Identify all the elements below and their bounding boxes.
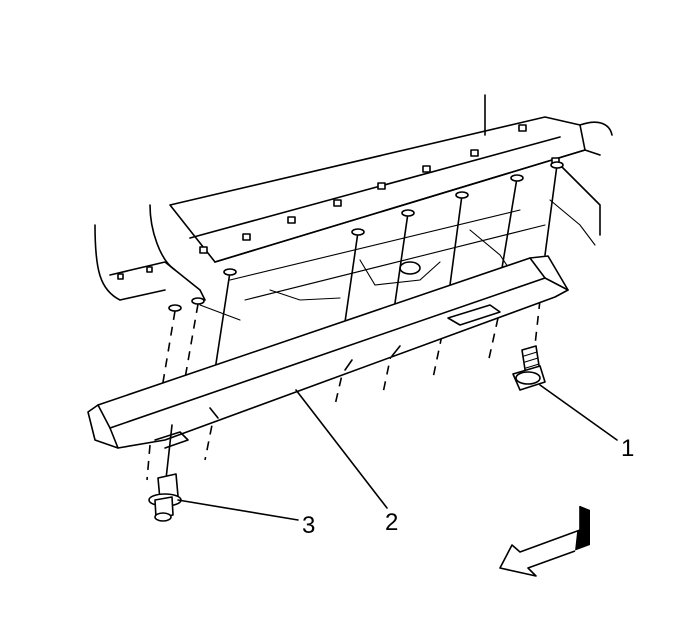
step-tab-3 [391, 345, 401, 357]
floor-bracket [269, 289, 341, 301]
leader-lines [177, 384, 618, 521]
rear-arch [579, 121, 613, 136]
callout-3: 3 [302, 512, 315, 539]
wheel-arch-left [94, 224, 166, 301]
leader-3 [177, 499, 299, 521]
step-slot [447, 304, 501, 326]
vehicle-body [94, 94, 613, 321]
callout-1: 1 [621, 435, 634, 462]
floor-grommet [399, 261, 421, 275]
leader-1 [539, 384, 618, 441]
body-sill-lower-edge [214, 149, 601, 263]
step-top-edge [97, 257, 546, 429]
assist-step [87, 255, 569, 449]
body-sill-edge [189, 136, 561, 239]
floor-bracket-3 [469, 229, 511, 271]
mounting-pins [168, 161, 564, 371]
sill-holes [199, 124, 560, 254]
floor-rail-1 [229, 209, 521, 281]
leader-2 [295, 389, 388, 509]
step-end-left [109, 427, 119, 449]
step-end-right [544, 277, 569, 291]
rear-frame [559, 164, 601, 236]
step-tab-left [154, 431, 189, 449]
push-pin-retainer-icon [148, 424, 182, 522]
frame-end [109, 261, 206, 301]
wheel-arch-inner [149, 204, 176, 271]
bolt-icon [512, 345, 546, 391]
mount-left [199, 304, 241, 321]
callout-2: 2 [385, 509, 398, 536]
front-direction-arrow-icon [499, 506, 590, 577]
floor-bracket-4 [549, 199, 596, 246]
step-tab [209, 407, 219, 419]
step-tab-2 [344, 359, 353, 371]
floor-rail-2 [244, 224, 546, 301]
